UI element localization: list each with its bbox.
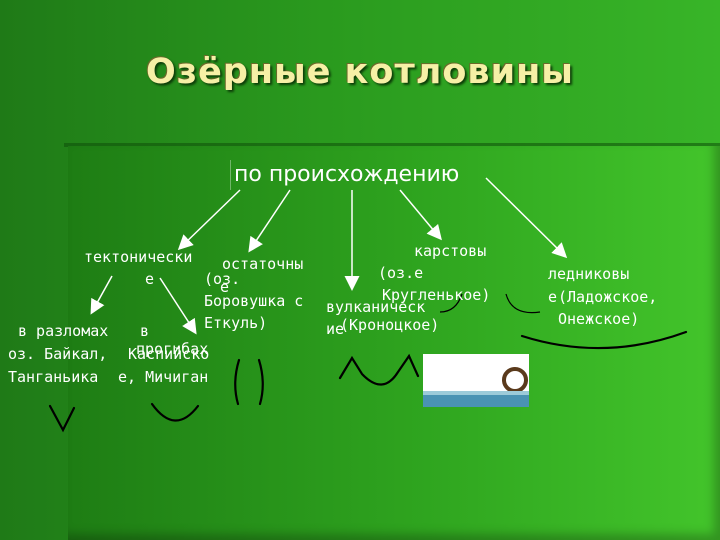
glacial-label-line2: е [548,288,558,306]
troughs-examples-line1: Каспийско [128,345,210,363]
root-node-box [230,160,519,190]
trough-basin-shape-icon [150,402,200,422]
glacial-label-line1: ледниковы [548,265,630,283]
panel-shadow [64,143,720,147]
arrow-to-glacial [485,177,568,259]
faults-examples-line2: Танганьика [8,368,99,386]
volcanic-label-line1: вулканическ [326,298,426,316]
residual-label-line1: остаточны [222,255,304,273]
arrow-to-troughs [159,277,197,335]
residual-example-line2: Боровушка с [204,292,304,310]
tectonic-label-line1: тектонически [84,248,193,266]
residual-example-line1: (оз. [204,270,241,288]
faults-label-line2: в [140,322,150,340]
karst-label-line2: (оз.е [378,264,424,282]
glacial-label-line3: (Ладожское, [558,288,658,306]
volcano-shape-icon [338,353,420,386]
fault-basin-shape-icon [48,404,76,433]
root-node-label: по происхождению [234,162,460,187]
slide-title: Озёрные котловины [146,52,574,92]
arrow-to-karst [399,189,442,241]
residual-basin-shape-icon-2 [257,358,264,406]
faults-examples-line1: оз. Байкал, [8,345,108,363]
arrow-to-residual [248,189,291,253]
volcanic-label-line2: ие [326,320,345,338]
karst-label-line3: Кругленькое) [382,286,491,304]
arrow-to-tectonic [177,189,241,251]
volcanic-example: (Кроноцкое) [340,316,440,334]
karst-label-line1: карстовы [414,242,487,260]
glacial-basin-shape-icon [520,330,688,350]
residual-example-line3: Еткуль) [204,314,268,332]
tectonic-label-line2: е [145,270,155,288]
residual-label-line2: е [220,278,230,296]
residual-basin-shape-icon [234,358,241,406]
troughs-examples-line2: е, Мичиган [118,368,209,386]
glacial-label-line4: Онежское) [558,310,640,328]
content-panel [68,146,720,540]
arrow-to-faults [90,275,113,315]
karst-lake-photo [423,354,529,407]
troughs-label: прогибах [136,340,209,358]
faults-label-line1: в разломах [18,322,109,340]
